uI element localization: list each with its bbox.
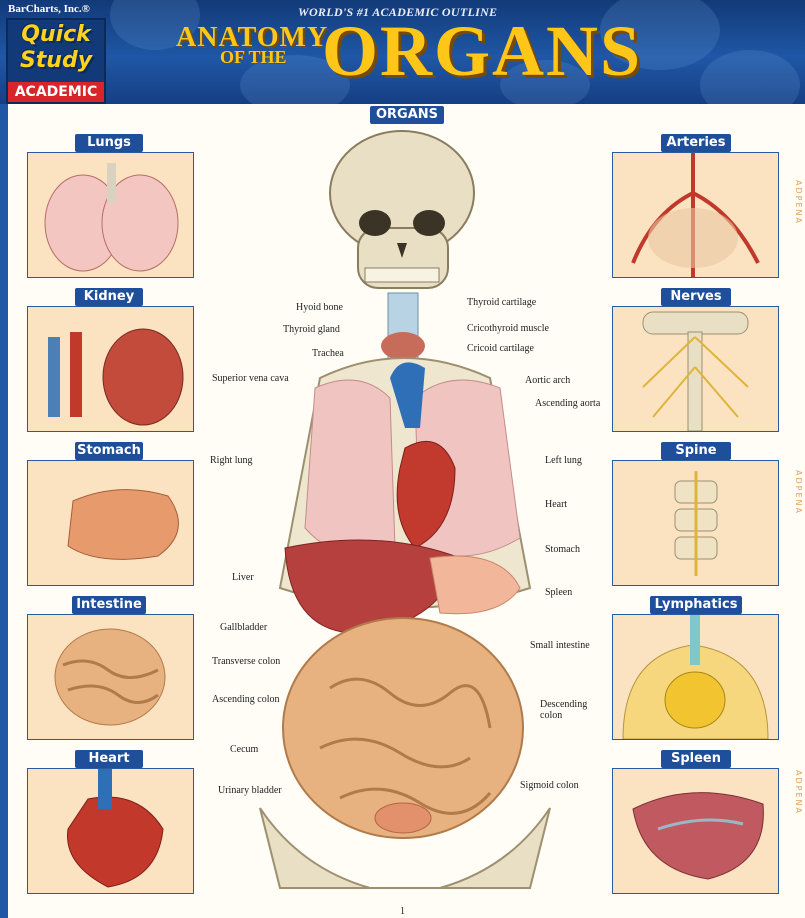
panel-title-stomach: Stomach [75,442,143,460]
label-small-intestine: Small intestine [530,640,590,651]
label-thyroid-cartilage: Thyroid cartilage [467,297,536,308]
label-cricothyroid-muscle: Cricothyroid muscle [467,323,549,334]
label-transverse-colon: Transverse colon [212,656,280,667]
label-hyoid-bone: Hyoid bone [296,302,343,313]
panel-title-nerves: Nerves [661,288,731,306]
panel-lymphatics [612,614,779,740]
label-spleen: Spleen [545,587,572,598]
panel-title-lymphatics: Lymphatics [650,596,742,614]
label-sigmoid-colon: Sigmoid colon [520,780,579,791]
panel-heart [27,768,194,894]
label-urinary-bladder: Urinary bladder [218,785,282,796]
label-descending-colon: Descending colon [540,699,600,721]
panel-title-lungs: Lungs [75,134,143,152]
section-title-organs: ORGANS [370,106,444,124]
panel-spine [612,460,779,586]
panel-intestine [27,614,194,740]
publisher-name: BarCharts, Inc.® [8,3,90,15]
label-left-lung: Left lung [545,455,582,466]
panel-arteries [612,152,779,278]
panel-nerves [612,306,779,432]
label-cecum: Cecum [230,744,258,755]
title-of-the: OF THE [220,47,287,68]
label-ascending-colon: Ascending colon [212,694,280,705]
label-heart: Heart [545,499,567,510]
label-thyroid-gland: Thyroid gland [283,324,340,335]
logo-academic: ACADEMIC [8,82,104,102]
panel-stomach [27,460,194,586]
label-cricoid-cartilage: Cricoid cartilage [467,343,534,354]
page-number: 1 [400,906,405,917]
panel-spleen [612,768,779,894]
label-stomach: Stomach [545,544,580,555]
label-trachea: Trachea [312,348,344,359]
side-text-bottom: ADPENA [795,770,803,870]
label-liver: Liver [232,572,254,583]
logo-study: Study [8,48,104,73]
header-banner: BarCharts, Inc.® WORLD'S #1 ACADEMIC OUT… [0,0,805,104]
label-gallbladder: Gallbladder [220,622,267,633]
panel-title-arteries: Arteries [661,134,731,152]
panel-title-spine: Spine [661,442,731,460]
label-superior-vena-cava: Superior vena cava [212,373,289,384]
left-edge-strip [0,104,8,918]
label-ascending-aorta: Ascending aorta [535,398,600,409]
title-organs: ORGANS [322,10,642,93]
panel-title-intestine: Intestine [72,596,146,614]
panel-title-heart: Heart [75,750,143,768]
panel-title-kidney: Kidney [75,288,143,306]
panel-lungs [27,152,194,278]
side-text-top: ADPENA [795,180,803,280]
panel-title-spleen: Spleen [661,750,731,768]
quickstudy-logo: Quick Study ACADEMIC [6,18,106,104]
label-right-lung: Right lung [210,455,253,466]
logo-quick: Quick [8,22,104,47]
panel-kidney [27,306,194,432]
side-text-middle: ADPENA [795,470,803,570]
label-aortic-arch: Aortic arch [525,375,570,386]
